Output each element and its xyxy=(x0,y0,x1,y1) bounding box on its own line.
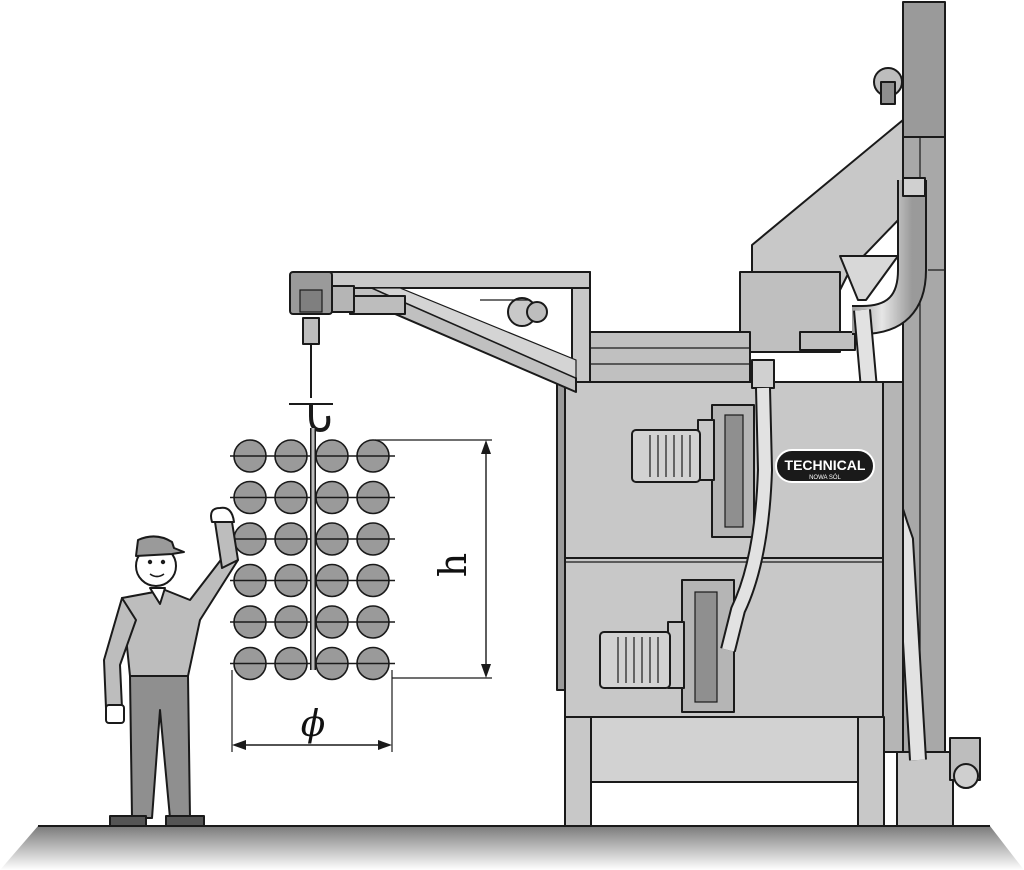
floor xyxy=(0,825,1024,870)
upper-motor-fins xyxy=(649,435,691,477)
brand-location: NOWA SÓL xyxy=(809,474,841,481)
crane-hook xyxy=(289,317,333,433)
cabinet-roof xyxy=(579,331,751,383)
part-rack xyxy=(230,428,395,681)
diameter-label: ϕ xyxy=(301,704,326,745)
separator-hopper xyxy=(739,119,904,353)
jib-crane xyxy=(289,271,591,393)
height-label: h xyxy=(431,553,475,577)
brand-name: TECHNICAL xyxy=(785,457,866,473)
column-top-motor xyxy=(873,67,903,105)
diameter-dimension: ϕ xyxy=(231,670,393,752)
shot-feed-pipe-middle xyxy=(720,359,775,652)
operator-figure xyxy=(103,506,239,827)
lower-motor-fins xyxy=(617,637,659,683)
brand-plate: TECHNICAL NOWA SÓL xyxy=(775,449,875,483)
upper-turbine xyxy=(631,404,755,538)
height-dimension: h xyxy=(375,439,492,679)
